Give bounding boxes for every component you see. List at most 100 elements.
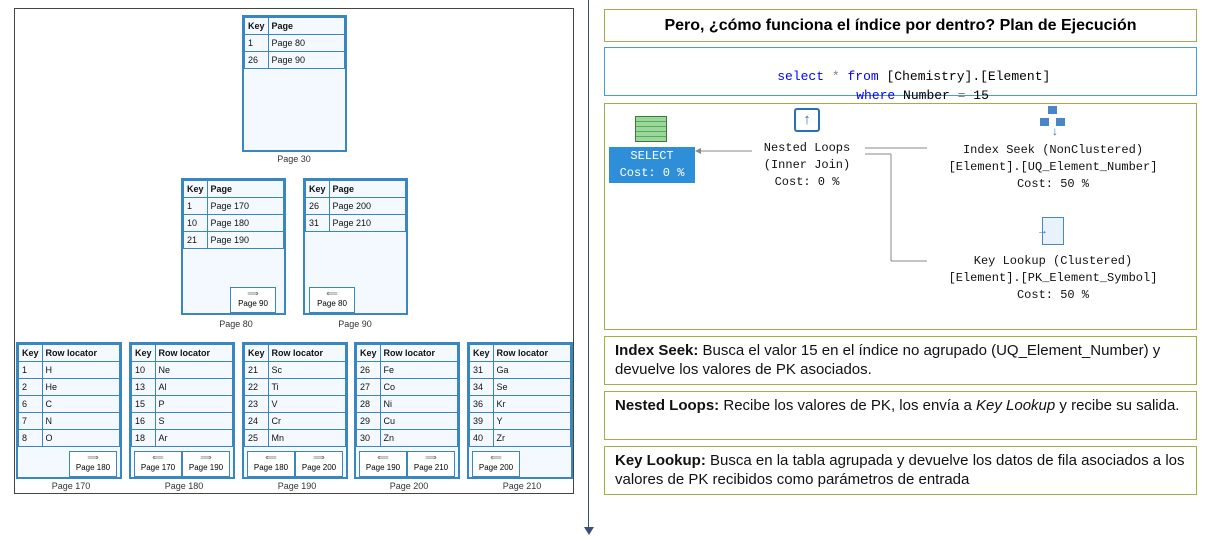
key-cell: 25 (244, 429, 269, 447)
key-lookup-cost: Cost: 50 % (1016, 288, 1089, 302)
nav-label: Page 80 (317, 299, 347, 308)
key-lookup-node[interactable]: → Key Lookup (Clustered) [Element].[PK_E… (923, 217, 1183, 304)
sql-table: [Chemistry].[Element] (886, 69, 1051, 84)
description-term: Nested Loops: (615, 397, 720, 414)
nested-loops-cost: Cost: 0 % (774, 175, 840, 189)
row-locator-cell: Zr (492, 429, 572, 447)
key-cell: 21 (183, 231, 208, 249)
row-locator-cell: Y (492, 412, 572, 430)
key-cell: 23 (244, 395, 269, 413)
key-cell: 6 (18, 395, 43, 413)
row-locator-cell: Fe (379, 361, 459, 379)
row-locator-header: Row locator (41, 344, 121, 362)
key-cell: 26 (305, 197, 330, 215)
row-locator-cell: Ti (267, 378, 347, 396)
key-header: Key (469, 344, 494, 362)
key-cell: 10 (183, 214, 208, 232)
prev-page-link: ⟸Page 170 (134, 451, 182, 477)
key-cell: 34 (469, 378, 494, 396)
row-locator-header: Row locator (267, 344, 347, 362)
key-lookup-icon: → (1037, 217, 1064, 245)
description-text: y recibe su salida. (1055, 397, 1180, 414)
key-cell: 36 (469, 395, 494, 413)
prev-page-link: ⟸Page 200 (472, 451, 520, 477)
prev-page-link: ⟸ Page 80 (309, 287, 355, 313)
row-locator-cell: Kr (492, 395, 572, 413)
nav-label: Page 190 (188, 463, 224, 472)
index-seek-node[interactable]: ↓ Index Seek (NonClustered) [Element].[U… (923, 106, 1183, 193)
key-cell: 26 (244, 51, 269, 69)
select-cost: Cost: 0 % (619, 166, 685, 180)
description-italic: Key Lookup (976, 397, 1056, 414)
page-cell: Page 190 (206, 231, 285, 249)
sql-keyword: select (777, 69, 825, 84)
next-page-link: ⟹Page 210 (407, 451, 455, 477)
key-cell: 10 (131, 361, 156, 379)
page-caption: Page 180 (164, 481, 204, 491)
key-cell: 7 (18, 412, 43, 430)
nested-loops-node[interactable]: ↑ Nested Loops (Inner Join) Cost: 0 % (745, 108, 869, 191)
select-node[interactable]: SELECT Cost: 0 % (609, 116, 695, 183)
key-cell: 8 (18, 429, 43, 447)
key-lookup-line1: Key Lookup (Clustered) (973, 254, 1133, 268)
left-arrow-icon: ⟸ (152, 453, 164, 462)
row-locator-cell: Ne (154, 361, 234, 379)
row-locator-cell: Ar (154, 429, 234, 447)
index-seek-cost: Cost: 50 % (1016, 177, 1089, 191)
page-cell: Page 200 (328, 197, 407, 215)
description-term: Key Lookup: (615, 452, 706, 469)
nested-loops-description: Nested Loops: Recibe los valores de PK, … (604, 391, 1197, 440)
row-locator-cell: Mn (267, 429, 347, 447)
row-locator-cell: He (41, 378, 121, 396)
plan-connectors (695, 147, 927, 262)
row-locator-cell: P (154, 395, 234, 413)
key-cell: 16 (131, 412, 156, 430)
row-locator-cell: S (154, 412, 234, 430)
sql-column: Number (903, 88, 950, 103)
key-cell: 13 (131, 378, 156, 396)
page-caption: Page 90 (338, 319, 372, 329)
page-cell: Page 90 (267, 51, 346, 69)
page-cell: Page 210 (328, 214, 407, 232)
key-cell: 28 (356, 395, 381, 413)
left-arrow-icon: ⟸ (490, 453, 502, 462)
nav-label: Page 210 (413, 463, 449, 472)
page-caption: Page 170 (51, 481, 91, 491)
key-header: Key (356, 344, 381, 362)
key-lookup-description: Key Lookup: Busca en la tabla agrupada y… (604, 446, 1197, 495)
index-seek-icon: ↓ (1040, 106, 1066, 137)
key-cell: 27 (356, 378, 381, 396)
sql-keyword: where (856, 88, 896, 103)
page-caption: Page 80 (219, 319, 253, 329)
key-cell: 2 (18, 378, 43, 396)
next-page-link: ⟹Page 190 (182, 451, 230, 477)
row-locator-cell: Ga (492, 361, 572, 379)
description-text: Recibe los valores de PK, los envía a (719, 397, 976, 414)
key-cell: 24 (244, 412, 269, 430)
sql-keyword: from (847, 69, 879, 84)
nav-label: Page 200 (478, 463, 514, 472)
nested-loops-icon: ↑ (794, 108, 820, 132)
row-locator-cell: Zn (379, 429, 459, 447)
row-locator-cell: C (41, 395, 121, 413)
page-cell: Page 170 (206, 197, 285, 215)
left-arrow-icon: ⟸ (326, 289, 338, 298)
key-cell: 21 (244, 361, 269, 379)
key-header: Key (244, 344, 269, 362)
nested-loops-line2: (Inner Join) (763, 158, 851, 172)
prev-page-link: ⟸Page 190 (359, 451, 407, 477)
sql-operator: * (831, 69, 840, 84)
sql-value: 15 (973, 88, 989, 103)
next-page-link: ⟹ Page 90 (230, 287, 276, 313)
nav-label: Page 90 (238, 299, 268, 308)
page-cell: Page 180 (206, 214, 285, 232)
divider-line (588, 0, 589, 528)
row-locator-cell: V (267, 395, 347, 413)
key-cell: 1 (18, 361, 43, 379)
nav-label: Page 170 (140, 463, 176, 472)
key-header: Key (183, 180, 208, 198)
page-caption: Page 210 (502, 481, 542, 491)
key-cell: 18 (131, 429, 156, 447)
